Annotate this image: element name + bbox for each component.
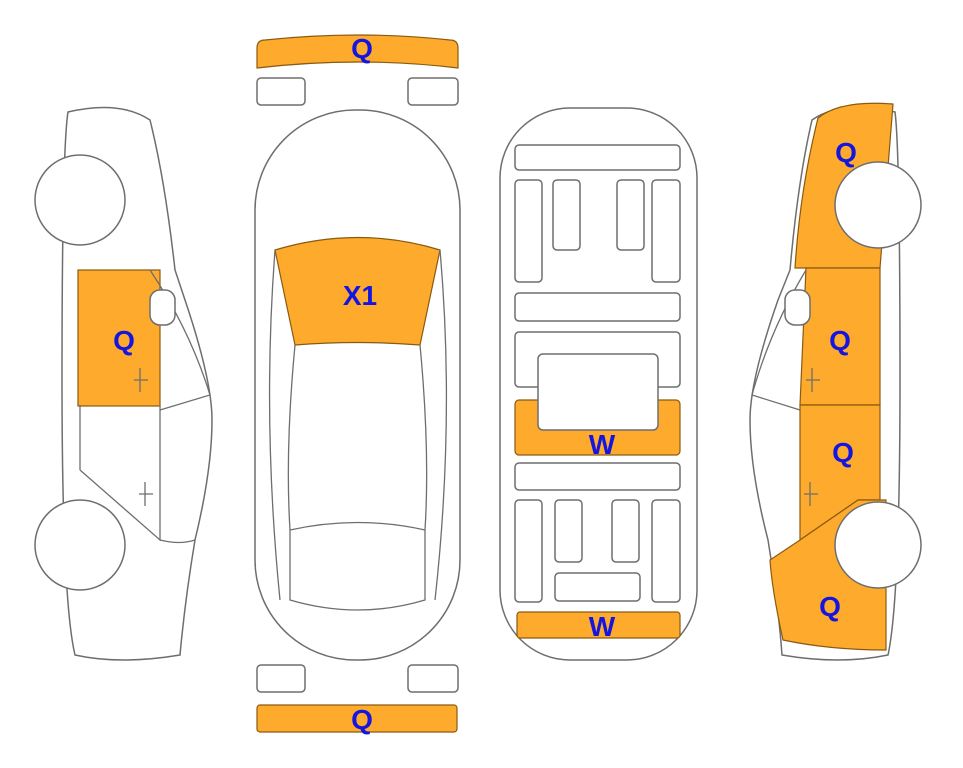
rear-left-light [256, 664, 306, 693]
front-left-light [256, 77, 306, 106]
underbody-panel [514, 179, 543, 283]
top-view: Q X1 Q [254, 33, 461, 735]
rear-bumper-label: Q [351, 704, 373, 735]
left-front-wheel [34, 154, 126, 246]
front-bumper-damage[interactable] [256, 34, 459, 69]
front-right-light [407, 77, 459, 106]
left-front-door-label: Q [113, 325, 135, 356]
underbody-panel [514, 499, 543, 603]
left-mirror [149, 289, 176, 326]
roof-outline [268, 249, 448, 611]
left-door-handle-1 [134, 368, 148, 392]
right-door-handle-1 [806, 368, 820, 392]
rear-right-light [407, 664, 459, 693]
rear-bumper-damage[interactable] [256, 704, 458, 733]
underbody-panel [651, 499, 681, 603]
right-window-line [751, 269, 807, 411]
windshield-label: X1 [343, 280, 377, 311]
right-door-handle-2 [804, 482, 818, 506]
underbody-view: W W [499, 107, 698, 661]
underbody-rear-damage[interactable] [516, 611, 681, 639]
right-mirror [784, 289, 811, 326]
right-rear-door-label: Q [832, 437, 854, 468]
right-front-fender-label: Q [835, 137, 857, 168]
front-bumper-label: Q [351, 33, 373, 64]
left-front-door-damage[interactable] [77, 269, 161, 407]
top-body-outline [254, 109, 461, 661]
underbody-panel [554, 499, 583, 563]
right-front-wheel [834, 161, 922, 249]
right-front-door-label: Q [829, 325, 851, 356]
underbody-panel [514, 144, 681, 171]
underbody-middle-label: W [589, 429, 616, 460]
right-rear-quarter-label: Q [819, 591, 841, 622]
underbody-panel [537, 353, 659, 431]
underbody-panel [611, 499, 640, 563]
left-rear-wheel [34, 499, 126, 591]
underbody-panel [616, 179, 645, 251]
underbody-panel [514, 292, 681, 322]
underbody-panel [554, 572, 641, 602]
left-side-view: Q [34, 106, 213, 661]
underbody-panel [651, 179, 681, 283]
left-door-handle-2 [139, 482, 153, 506]
left-window-line [79, 269, 211, 544]
underbody-panel [552, 179, 581, 251]
right-side-view: Q Q Q Q [749, 102, 922, 661]
right-rear-wheel [834, 501, 922, 589]
underbody-rear-label: W [589, 611, 616, 642]
underbody-panel [514, 462, 681, 491]
